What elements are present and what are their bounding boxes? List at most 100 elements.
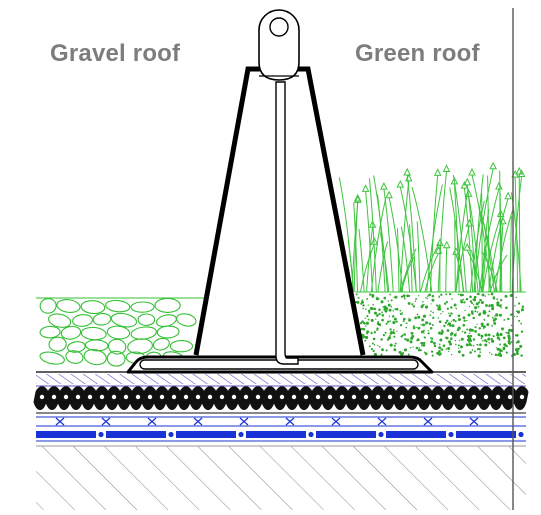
gravel-stone bbox=[130, 326, 157, 340]
substrate-particle bbox=[368, 311, 371, 313]
substrate-particle bbox=[426, 298, 429, 300]
substrate-particle bbox=[513, 353, 516, 356]
membrane-joint bbox=[448, 431, 454, 438]
substrate-particle bbox=[423, 303, 425, 306]
substrate-particle bbox=[377, 320, 380, 323]
insulation-marker bbox=[239, 417, 249, 426]
substrate-particle bbox=[505, 344, 508, 348]
substrate-particle bbox=[428, 293, 431, 297]
grass-blade bbox=[445, 247, 448, 293]
plant-flower bbox=[460, 180, 469, 189]
substrate-particle bbox=[361, 300, 364, 304]
substrate-particle bbox=[401, 312, 403, 314]
substrate-particle bbox=[448, 340, 452, 344]
membrane-joint bbox=[518, 431, 524, 438]
roof-anchor-eyelet-icon bbox=[258, 9, 300, 81]
substrate-particle bbox=[445, 300, 448, 304]
substrate-particle bbox=[482, 339, 484, 342]
substrate-particle bbox=[445, 336, 448, 340]
substrate-particle bbox=[391, 315, 395, 318]
substrate-particle bbox=[516, 315, 518, 318]
grass-blade bbox=[473, 174, 484, 293]
substrate-particle bbox=[405, 326, 408, 329]
substrate-particle bbox=[499, 332, 503, 337]
substrate-particle bbox=[476, 343, 479, 346]
substrate-particle bbox=[477, 301, 481, 304]
substrate-particle bbox=[412, 346, 414, 348]
substrate-particle bbox=[370, 332, 373, 335]
substrate-particle bbox=[494, 315, 496, 317]
substrate-particle bbox=[393, 317, 397, 321]
substrate-particle bbox=[356, 300, 360, 304]
substrate-particle bbox=[364, 317, 366, 320]
gravel-stone bbox=[48, 313, 72, 328]
substrate-particle bbox=[361, 299, 364, 302]
substrate-particle bbox=[396, 321, 398, 323]
substrate-particle bbox=[499, 313, 502, 317]
substrate-particle bbox=[422, 314, 427, 318]
substrate-particle bbox=[493, 321, 497, 325]
substrate-particle bbox=[457, 293, 460, 296]
substrate-particle bbox=[474, 326, 477, 329]
membrane-segment bbox=[176, 431, 236, 438]
membrane-segment bbox=[106, 431, 166, 438]
substrate-particle bbox=[472, 344, 475, 347]
drainage-hole bbox=[51, 394, 57, 400]
substrate-particle bbox=[394, 295, 398, 299]
substrate-particle bbox=[375, 318, 377, 320]
substrate-particle bbox=[443, 324, 446, 328]
substrate-particle bbox=[406, 294, 409, 298]
substrate-particle bbox=[505, 351, 508, 354]
substrate-particle bbox=[463, 319, 466, 322]
substrate-particle bbox=[398, 350, 402, 354]
substrate-particle bbox=[507, 331, 510, 335]
grass-blade bbox=[409, 224, 413, 293]
substrate-particle bbox=[503, 343, 507, 347]
substrate-particle bbox=[449, 342, 452, 346]
plant-flower bbox=[380, 181, 388, 190]
substrate-particle bbox=[485, 304, 488, 307]
substrate-particle bbox=[408, 317, 410, 319]
substrate-particle bbox=[453, 303, 457, 307]
substrate-particle bbox=[484, 295, 486, 297]
substrate-particle bbox=[499, 343, 502, 346]
grass-blade bbox=[377, 194, 386, 293]
substrate-particle bbox=[471, 302, 474, 305]
substrate-particle bbox=[454, 339, 457, 342]
substrate-particle bbox=[469, 339, 473, 342]
substrate-particle bbox=[516, 340, 520, 344]
substrate-particle bbox=[431, 294, 435, 298]
substrate-particle bbox=[500, 304, 503, 306]
substrate-particle bbox=[488, 341, 491, 344]
substrate-particle bbox=[461, 353, 465, 357]
gravel-stone bbox=[56, 299, 81, 313]
substrate-particle bbox=[491, 339, 495, 343]
gravel-stone bbox=[80, 326, 107, 341]
grass-blade bbox=[480, 213, 497, 293]
substrate-particle bbox=[365, 308, 367, 310]
substrate-particle bbox=[431, 324, 434, 326]
substrate-particle bbox=[471, 349, 474, 351]
substrate-particle bbox=[386, 320, 390, 323]
substrate-particle bbox=[399, 309, 402, 312]
substrate-particle bbox=[479, 351, 482, 353]
substrate-particle bbox=[498, 352, 501, 356]
substrate-particle bbox=[466, 319, 468, 322]
substrate-particle bbox=[416, 313, 419, 316]
substrate-particle bbox=[420, 330, 424, 334]
substrate-particle bbox=[484, 333, 488, 337]
drainage-hole bbox=[471, 394, 477, 400]
substrate-particle bbox=[442, 311, 444, 313]
substrate-particle bbox=[373, 311, 378, 315]
substrate-particle bbox=[438, 349, 441, 353]
gravel-stone bbox=[48, 336, 67, 352]
substrate-particle bbox=[457, 344, 460, 347]
substrate-particle bbox=[455, 343, 457, 346]
grass-blade bbox=[370, 198, 387, 293]
substrate-particle bbox=[460, 337, 464, 341]
substrate-particle bbox=[469, 334, 473, 338]
plant-flower bbox=[450, 176, 459, 185]
substrate-particle bbox=[520, 322, 523, 325]
drainage-hole bbox=[147, 394, 153, 400]
substrate-particle bbox=[362, 307, 364, 310]
